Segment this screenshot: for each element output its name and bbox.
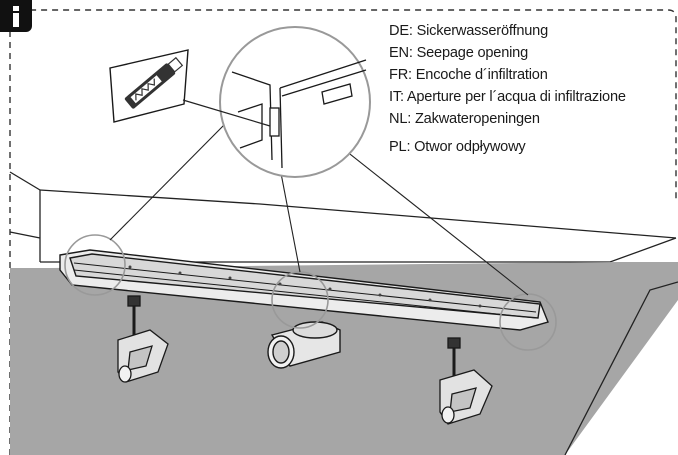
legend-item-it: IT: Aperture per l´acqua di infiltrazion… bbox=[389, 89, 626, 105]
legend: DE: Sickerwasseröffnung EN: Seepage open… bbox=[389, 20, 674, 158]
legend-item-nl: NL: Zakwateropeningen bbox=[389, 111, 540, 127]
dashed-frame bbox=[9, 9, 677, 455]
legend-item-fr: FR: Encoche d´infiltration bbox=[389, 67, 548, 83]
left-adjustable-foot bbox=[117, 295, 169, 383]
zoom-detail bbox=[219, 26, 371, 178]
legend-item-en: EN: Seepage opening bbox=[389, 45, 529, 61]
room-walls bbox=[9, 171, 677, 263]
floor-edge bbox=[564, 281, 678, 455]
right-adjustable-foot bbox=[439, 337, 493, 425]
drain-channel bbox=[59, 249, 549, 331]
legend-item-pl: PL: Otwor odpływowy bbox=[389, 139, 526, 155]
seepage-opening-tool-icon bbox=[109, 49, 271, 127]
legend-item-de: DE: Sickerwasseröffnung bbox=[389, 23, 548, 39]
outlet-pipe bbox=[267, 321, 341, 369]
info-icon bbox=[0, 0, 32, 32]
